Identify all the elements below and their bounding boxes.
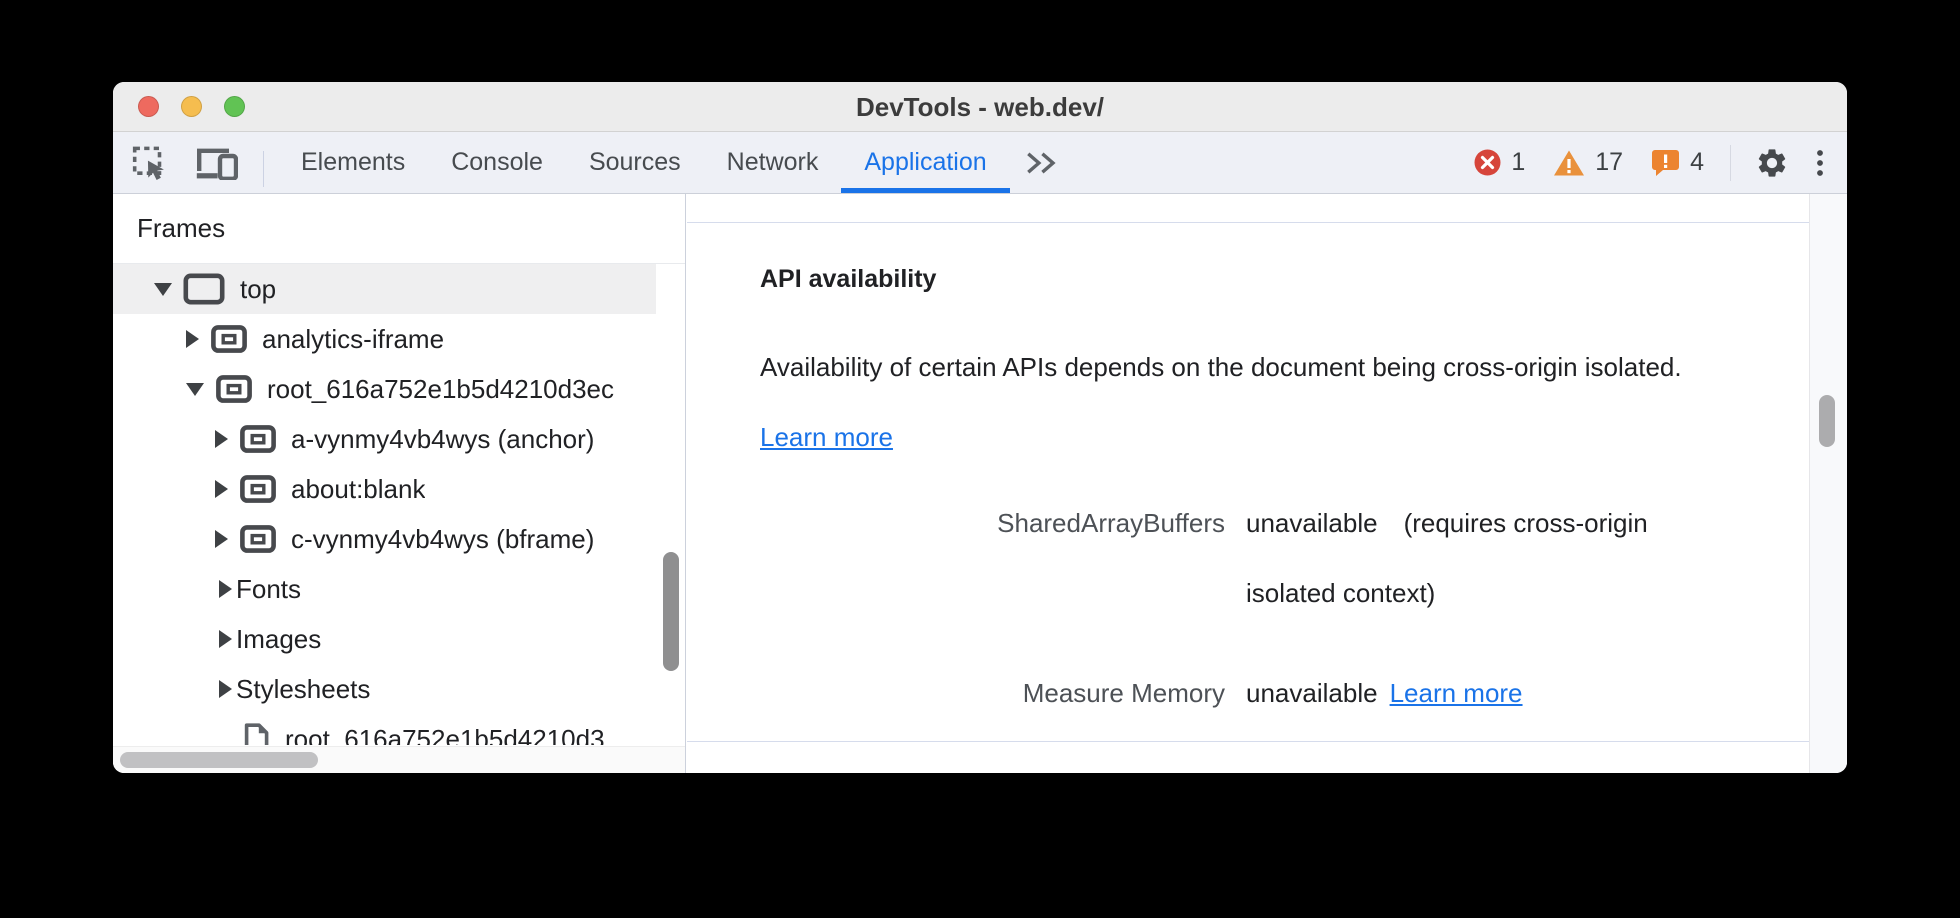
section-divider-top bbox=[687, 222, 1809, 223]
more-tabs-button[interactable] bbox=[1016, 132, 1066, 193]
api-availability-table: SharedArrayBuffers unavailable(requires … bbox=[760, 488, 1820, 728]
tree-item-bframe[interactable]: c-vynmy4vb4wys (bframe) bbox=[113, 514, 656, 564]
gear-icon bbox=[1758, 148, 1786, 177]
iframe-icon bbox=[216, 375, 252, 403]
tree-item-top[interactable]: top bbox=[113, 264, 656, 314]
tree-item-stylesheets[interactable]: Stylesheets bbox=[113, 664, 656, 714]
learn-more-link[interactable]: Learn more bbox=[1389, 678, 1523, 708]
tree-item-images[interactable]: Images bbox=[113, 614, 656, 664]
content-scrollbar-thumb[interactable] bbox=[1819, 395, 1835, 447]
toolbar-left-icons bbox=[113, 132, 264, 193]
tab-application[interactable]: Application bbox=[841, 132, 1010, 193]
toolbar-separator bbox=[263, 151, 264, 187]
error-count[interactable]: 1 bbox=[1511, 148, 1526, 176]
chevron-double-right-icon bbox=[1026, 152, 1056, 173]
tree-item-root-frame[interactable]: root_616a752e1b5d4210d3ec bbox=[113, 364, 656, 414]
frames-section-header[interactable]: Frames bbox=[113, 194, 685, 264]
error-icon[interactable] bbox=[1474, 149, 1501, 176]
availability-note: (requires cross-origin isolated context) bbox=[1246, 508, 1648, 608]
tree-item-anchor-frame[interactable]: a-vynmy4vb4wys (anchor) bbox=[113, 414, 656, 464]
frames-sidebar: Frames top analytics-iframe bbox=[113, 194, 686, 773]
panel-tabs: Elements Console Sources Network Applica… bbox=[278, 132, 1066, 193]
more-options-button[interactable] bbox=[1815, 145, 1825, 181]
row-value: unavailable(requires cross-origin isolat… bbox=[1246, 488, 1726, 628]
api-availability-section: API availability Availability of certain… bbox=[760, 222, 1820, 728]
learn-more-link[interactable]: Learn more bbox=[760, 422, 893, 452]
tab-console[interactable]: Console bbox=[451, 148, 543, 176]
frames-tree: top analytics-iframe root_616a752e1b5d42… bbox=[113, 264, 656, 745]
active-tab-underline bbox=[841, 188, 1010, 193]
expand-arrow-icon[interactable] bbox=[215, 430, 228, 448]
tree-item-root-document[interactable]: root_616a752e1b5d4210d3 bbox=[113, 714, 656, 745]
tab-elements[interactable]: Elements bbox=[301, 148, 406, 176]
zoom-window-button[interactable] bbox=[224, 96, 245, 117]
inspect-element-icon[interactable] bbox=[132, 146, 170, 180]
settings-button[interactable] bbox=[1755, 146, 1789, 180]
expand-arrow-icon[interactable] bbox=[219, 580, 232, 598]
section-divider-bottom bbox=[687, 741, 1809, 742]
tab-sources[interactable]: Sources bbox=[588, 148, 681, 176]
row-key: SharedArrayBuffers bbox=[997, 508, 1225, 538]
tree-item-fonts[interactable]: Fonts bbox=[113, 564, 656, 614]
tab-network[interactable]: Network bbox=[726, 148, 819, 176]
tree-item-about-blank[interactable]: about:blank bbox=[113, 464, 656, 514]
content-scrollbar-track bbox=[1809, 194, 1847, 773]
expand-arrow-icon[interactable] bbox=[215, 530, 228, 548]
traffic-lights bbox=[138, 96, 245, 117]
collapse-arrow-icon[interactable] bbox=[186, 382, 204, 396]
expand-arrow-icon[interactable] bbox=[186, 330, 199, 348]
section-title: API availability bbox=[760, 265, 937, 293]
description-text: Availability of certain APIs depends on … bbox=[760, 352, 1682, 382]
availability-status: unavailable bbox=[1246, 508, 1378, 538]
availability-status: unavailable bbox=[1246, 678, 1378, 708]
window-frame-icon bbox=[183, 273, 225, 305]
expand-arrow-icon[interactable] bbox=[219, 680, 232, 698]
horizontal-scrollbar-thumb[interactable] bbox=[120, 752, 318, 768]
devtools-window: DevTools - web.dev/ Elements Console bbox=[113, 82, 1847, 773]
section-description: Availability of certain APIs depends on … bbox=[760, 332, 1720, 472]
device-toolbar-icon[interactable] bbox=[196, 146, 238, 180]
iframe-icon bbox=[240, 425, 276, 453]
close-window-button[interactable] bbox=[138, 96, 159, 117]
tree-item-analytics-iframe[interactable]: analytics-iframe bbox=[113, 314, 656, 364]
iframe-icon bbox=[211, 325, 247, 353]
sidebar-scrollbar-thumb[interactable] bbox=[663, 552, 679, 671]
issue-count[interactable]: 4 bbox=[1690, 148, 1704, 176]
iframe-icon bbox=[240, 475, 276, 503]
badge-separator bbox=[1730, 144, 1731, 181]
sidebar-horizontal-scrollbar bbox=[113, 746, 685, 773]
iframe-icon bbox=[240, 525, 276, 553]
application-panel: Frames top analytics-iframe bbox=[113, 194, 1847, 773]
expand-arrow-icon[interactable] bbox=[219, 630, 232, 648]
kebab-menu-icon bbox=[1817, 149, 1823, 176]
row-value: unavailable Learn more bbox=[1246, 658, 1726, 728]
titlebar: DevTools - web.dev/ bbox=[113, 82, 1847, 132]
document-icon bbox=[243, 723, 270, 745]
window-title: DevTools - web.dev/ bbox=[855, 92, 1104, 122]
warning-count[interactable]: 17 bbox=[1595, 148, 1624, 176]
application-content: API availability Availability of certain… bbox=[687, 194, 1847, 773]
issues-icon[interactable] bbox=[1651, 149, 1680, 177]
expand-arrow-icon[interactable] bbox=[215, 480, 228, 498]
minimize-window-button[interactable] bbox=[181, 96, 202, 117]
devtools-toolbar: Elements Console Sources Network Applica… bbox=[113, 132, 1847, 194]
status-badges: 1 17 4 bbox=[1474, 132, 1825, 193]
warning-icon[interactable] bbox=[1553, 149, 1585, 177]
collapse-arrow-icon[interactable] bbox=[154, 282, 172, 296]
row-key: Measure Memory bbox=[1022, 678, 1225, 708]
